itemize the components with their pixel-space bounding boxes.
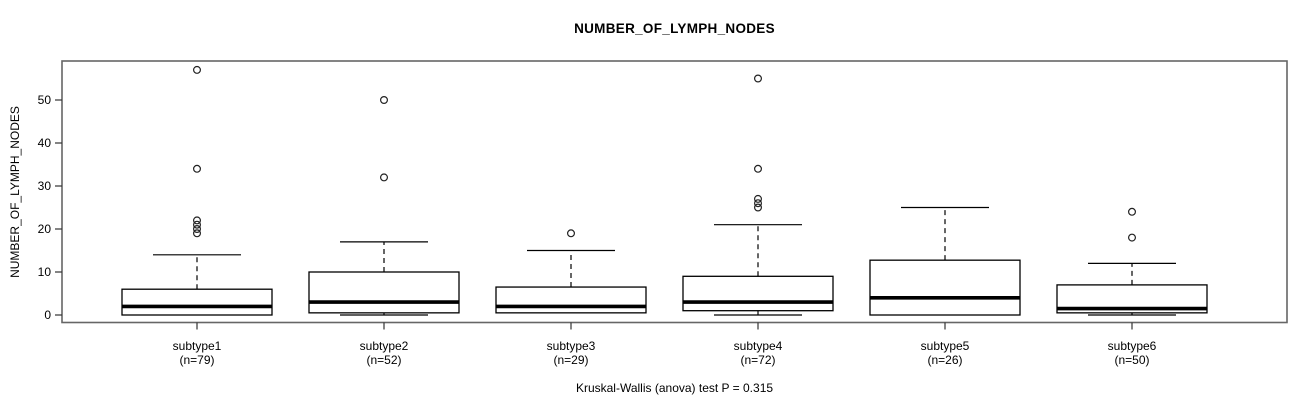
outlier-point-subtype1 xyxy=(193,225,202,234)
box-subtype4 xyxy=(682,275,834,312)
outlier-point-subtype4 xyxy=(753,199,762,208)
category-n-label-subtype5: (n=26) xyxy=(927,353,962,367)
box-subtype5 xyxy=(869,259,1021,316)
category-label-subtype6: subtype6 xyxy=(1108,339,1157,353)
outlier-point-subtype1 xyxy=(193,229,202,238)
y-axis-label: NUMBER_OF_LYMPH_NODES xyxy=(8,106,22,278)
y-tick-label: 20 xyxy=(38,222,52,236)
category-label-subtype5: subtype5 xyxy=(921,339,970,353)
outlier-point-subtype1 xyxy=(193,65,202,74)
category-label-subtype4: subtype4 xyxy=(734,339,783,353)
outlier-point-subtype4 xyxy=(753,164,762,173)
category-label-subtype1: subtype1 xyxy=(173,339,222,353)
box-subtype2 xyxy=(308,271,460,314)
y-tick-label: 10 xyxy=(38,265,52,279)
chart-title: NUMBER_OF_LYMPH_NODES xyxy=(574,21,775,36)
outlier-point-subtype4 xyxy=(753,74,762,83)
category-label-subtype2: subtype2 xyxy=(360,339,409,353)
outlier-point-subtype2 xyxy=(380,173,389,182)
y-tick-label: 30 xyxy=(38,179,52,193)
outlier-point-subtype1 xyxy=(193,216,202,225)
outlier-point-subtype6 xyxy=(1127,233,1136,242)
outlier-point-subtype6 xyxy=(1127,207,1136,216)
category-n-label-subtype6: (n=50) xyxy=(1114,353,1149,367)
category-n-label-subtype2: (n=52) xyxy=(366,353,401,367)
category-n-label-subtype1: (n=79) xyxy=(179,353,214,367)
box-subtype3 xyxy=(495,286,647,314)
outlier-point-subtype1 xyxy=(193,164,202,173)
outlier-point-subtype4 xyxy=(753,194,762,203)
category-label-subtype3: subtype3 xyxy=(547,339,596,353)
outlier-point-subtype4 xyxy=(753,203,762,212)
outlier-point-subtype2 xyxy=(380,95,389,104)
y-tick-label: 40 xyxy=(38,136,52,150)
stat-test-caption: Kruskal-Wallis (anova) test P = 0.315 xyxy=(575,381,774,395)
category-n-label-subtype3: (n=29) xyxy=(553,353,588,367)
y-tick-label: 0 xyxy=(44,308,51,322)
box-subtype1 xyxy=(121,288,273,316)
outlier-point-subtype1 xyxy=(193,220,202,229)
category-n-label-subtype4: (n=72) xyxy=(740,353,775,367)
outlier-point-subtype3 xyxy=(566,229,575,238)
plot-frame xyxy=(61,60,1288,324)
y-tick-label: 50 xyxy=(38,93,52,107)
